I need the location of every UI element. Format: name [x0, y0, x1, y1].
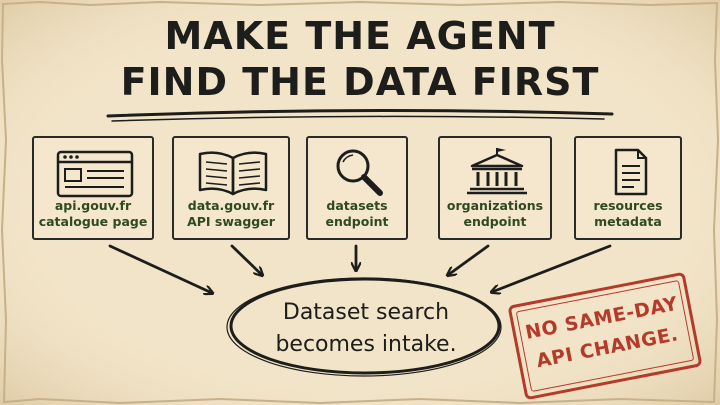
card-label-line-1: data.gouv.fr — [187, 198, 275, 213]
title-underline — [106, 108, 614, 118]
arrow-2 — [230, 244, 262, 275]
title-line-1: MAKE THE AGENT — [164, 14, 556, 58]
browser-window-icon — [56, 150, 134, 198]
card-label: resources metadata — [578, 198, 678, 230]
card-label: organizations endpoint — [442, 198, 548, 230]
title-line-2: FIND THE DATA FIRST — [120, 60, 600, 104]
card-resources-metadata: resources metadata — [574, 136, 682, 240]
card-label-line-2: catalogue page — [38, 214, 148, 229]
card-label-line-2: metadata — [594, 214, 662, 229]
card-label-line-2: API swagger — [187, 214, 275, 229]
card-label: datasets endpoint — [310, 198, 404, 230]
title-underline-2 — [111, 115, 605, 122]
arrow-5 — [492, 244, 612, 292]
card-organizations-endpoint: organizations endpoint — [438, 136, 552, 240]
center-ellipse-sketch — [226, 277, 502, 377]
card-api-catalogue: api.gouv.fr catalogue page — [32, 136, 154, 240]
center-ellipse — [229, 277, 501, 375]
government-building-icon — [467, 148, 527, 195]
arrow-1 — [108, 244, 212, 293]
card-label-line-1: api.gouv.fr — [54, 198, 132, 213]
center-text-line-1: Dataset search — [282, 300, 450, 325]
card-label-line-2: endpoint — [463, 214, 527, 229]
card-label-line-2: endpoint — [325, 214, 389, 229]
card-label: api.gouv.fr catalogue page — [36, 198, 150, 230]
card-label-line-1: resources — [593, 198, 663, 213]
card-api-swagger: data.gouv.fr API swagger — [172, 136, 290, 240]
card-label: data.gouv.fr API swagger — [176, 198, 286, 230]
card-label-line-1: datasets — [326, 198, 388, 213]
center-text-line-2: becomes intake. — [275, 332, 457, 357]
card-datasets-endpoint: datasets endpoint — [306, 136, 408, 240]
magnifying-glass-icon — [336, 149, 383, 196]
document-icon — [614, 148, 648, 196]
card-label-line-1: organizations — [446, 198, 544, 213]
arrow-4 — [448, 244, 490, 275]
open-book-icon — [198, 151, 268, 196]
